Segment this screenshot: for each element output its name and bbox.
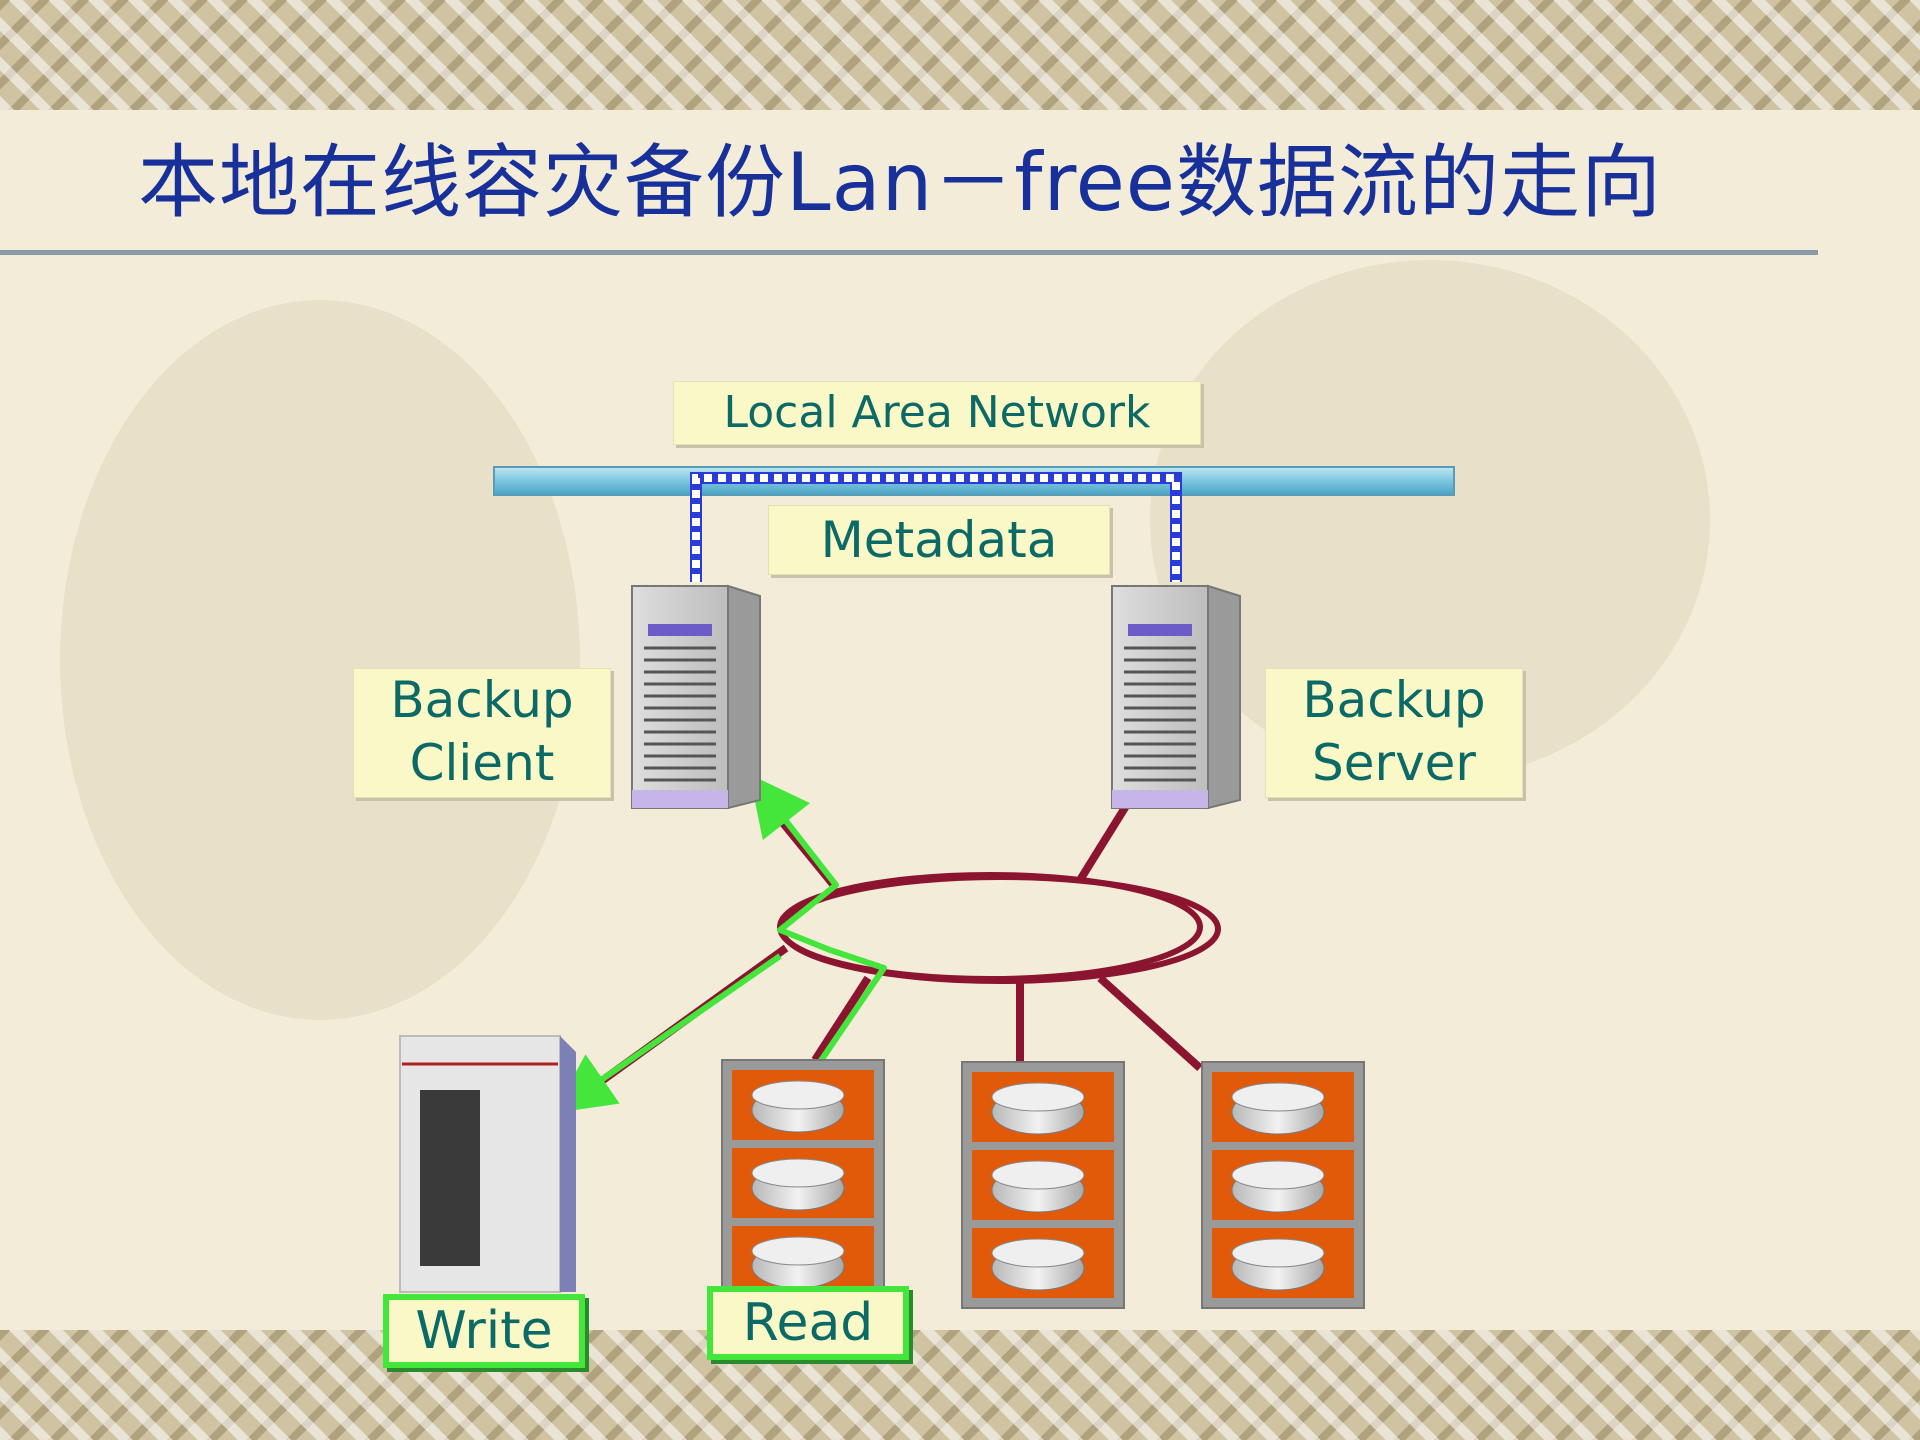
- metadata-label: Metadata: [768, 505, 1110, 575]
- san-fabric-ring: [777, 872, 1221, 984]
- backup-server-label-line1: Backup: [1302, 671, 1486, 729]
- lan-label: Local Area Network: [673, 381, 1201, 445]
- tape-library-icon: [399, 1035, 576, 1293]
- backup-server-label-line2: Server: [1312, 734, 1476, 792]
- san-connections: [575, 787, 1203, 1102]
- backup-client-label-line1: Backup: [390, 671, 574, 729]
- disk-array-2-icon: [961, 1061, 1125, 1309]
- page-title: 本地在线容灾备份Lan－free数据流的走向: [138, 136, 1663, 229]
- backup-server-icon: [1111, 584, 1241, 810]
- write-label: Write: [383, 1294, 585, 1368]
- backup-client-label-line2: Client: [409, 734, 555, 792]
- title-divider: [0, 250, 1818, 255]
- decorative-bottom-border: [0, 1330, 1920, 1440]
- backup-server-label: Backup Server: [1265, 668, 1523, 798]
- disk-array-1-icon: [721, 1059, 885, 1307]
- read-label: Read: [707, 1286, 909, 1360]
- decorative-top-border: [0, 0, 1920, 110]
- backup-client-label: Backup Client: [353, 668, 611, 798]
- backup-client-server-icon: [631, 584, 761, 810]
- background-watermark: [60, 300, 580, 1020]
- disk-array-3-icon: [1201, 1061, 1365, 1309]
- metadata-path: [690, 472, 1182, 582]
- data-flow-path: [553, 774, 887, 1114]
